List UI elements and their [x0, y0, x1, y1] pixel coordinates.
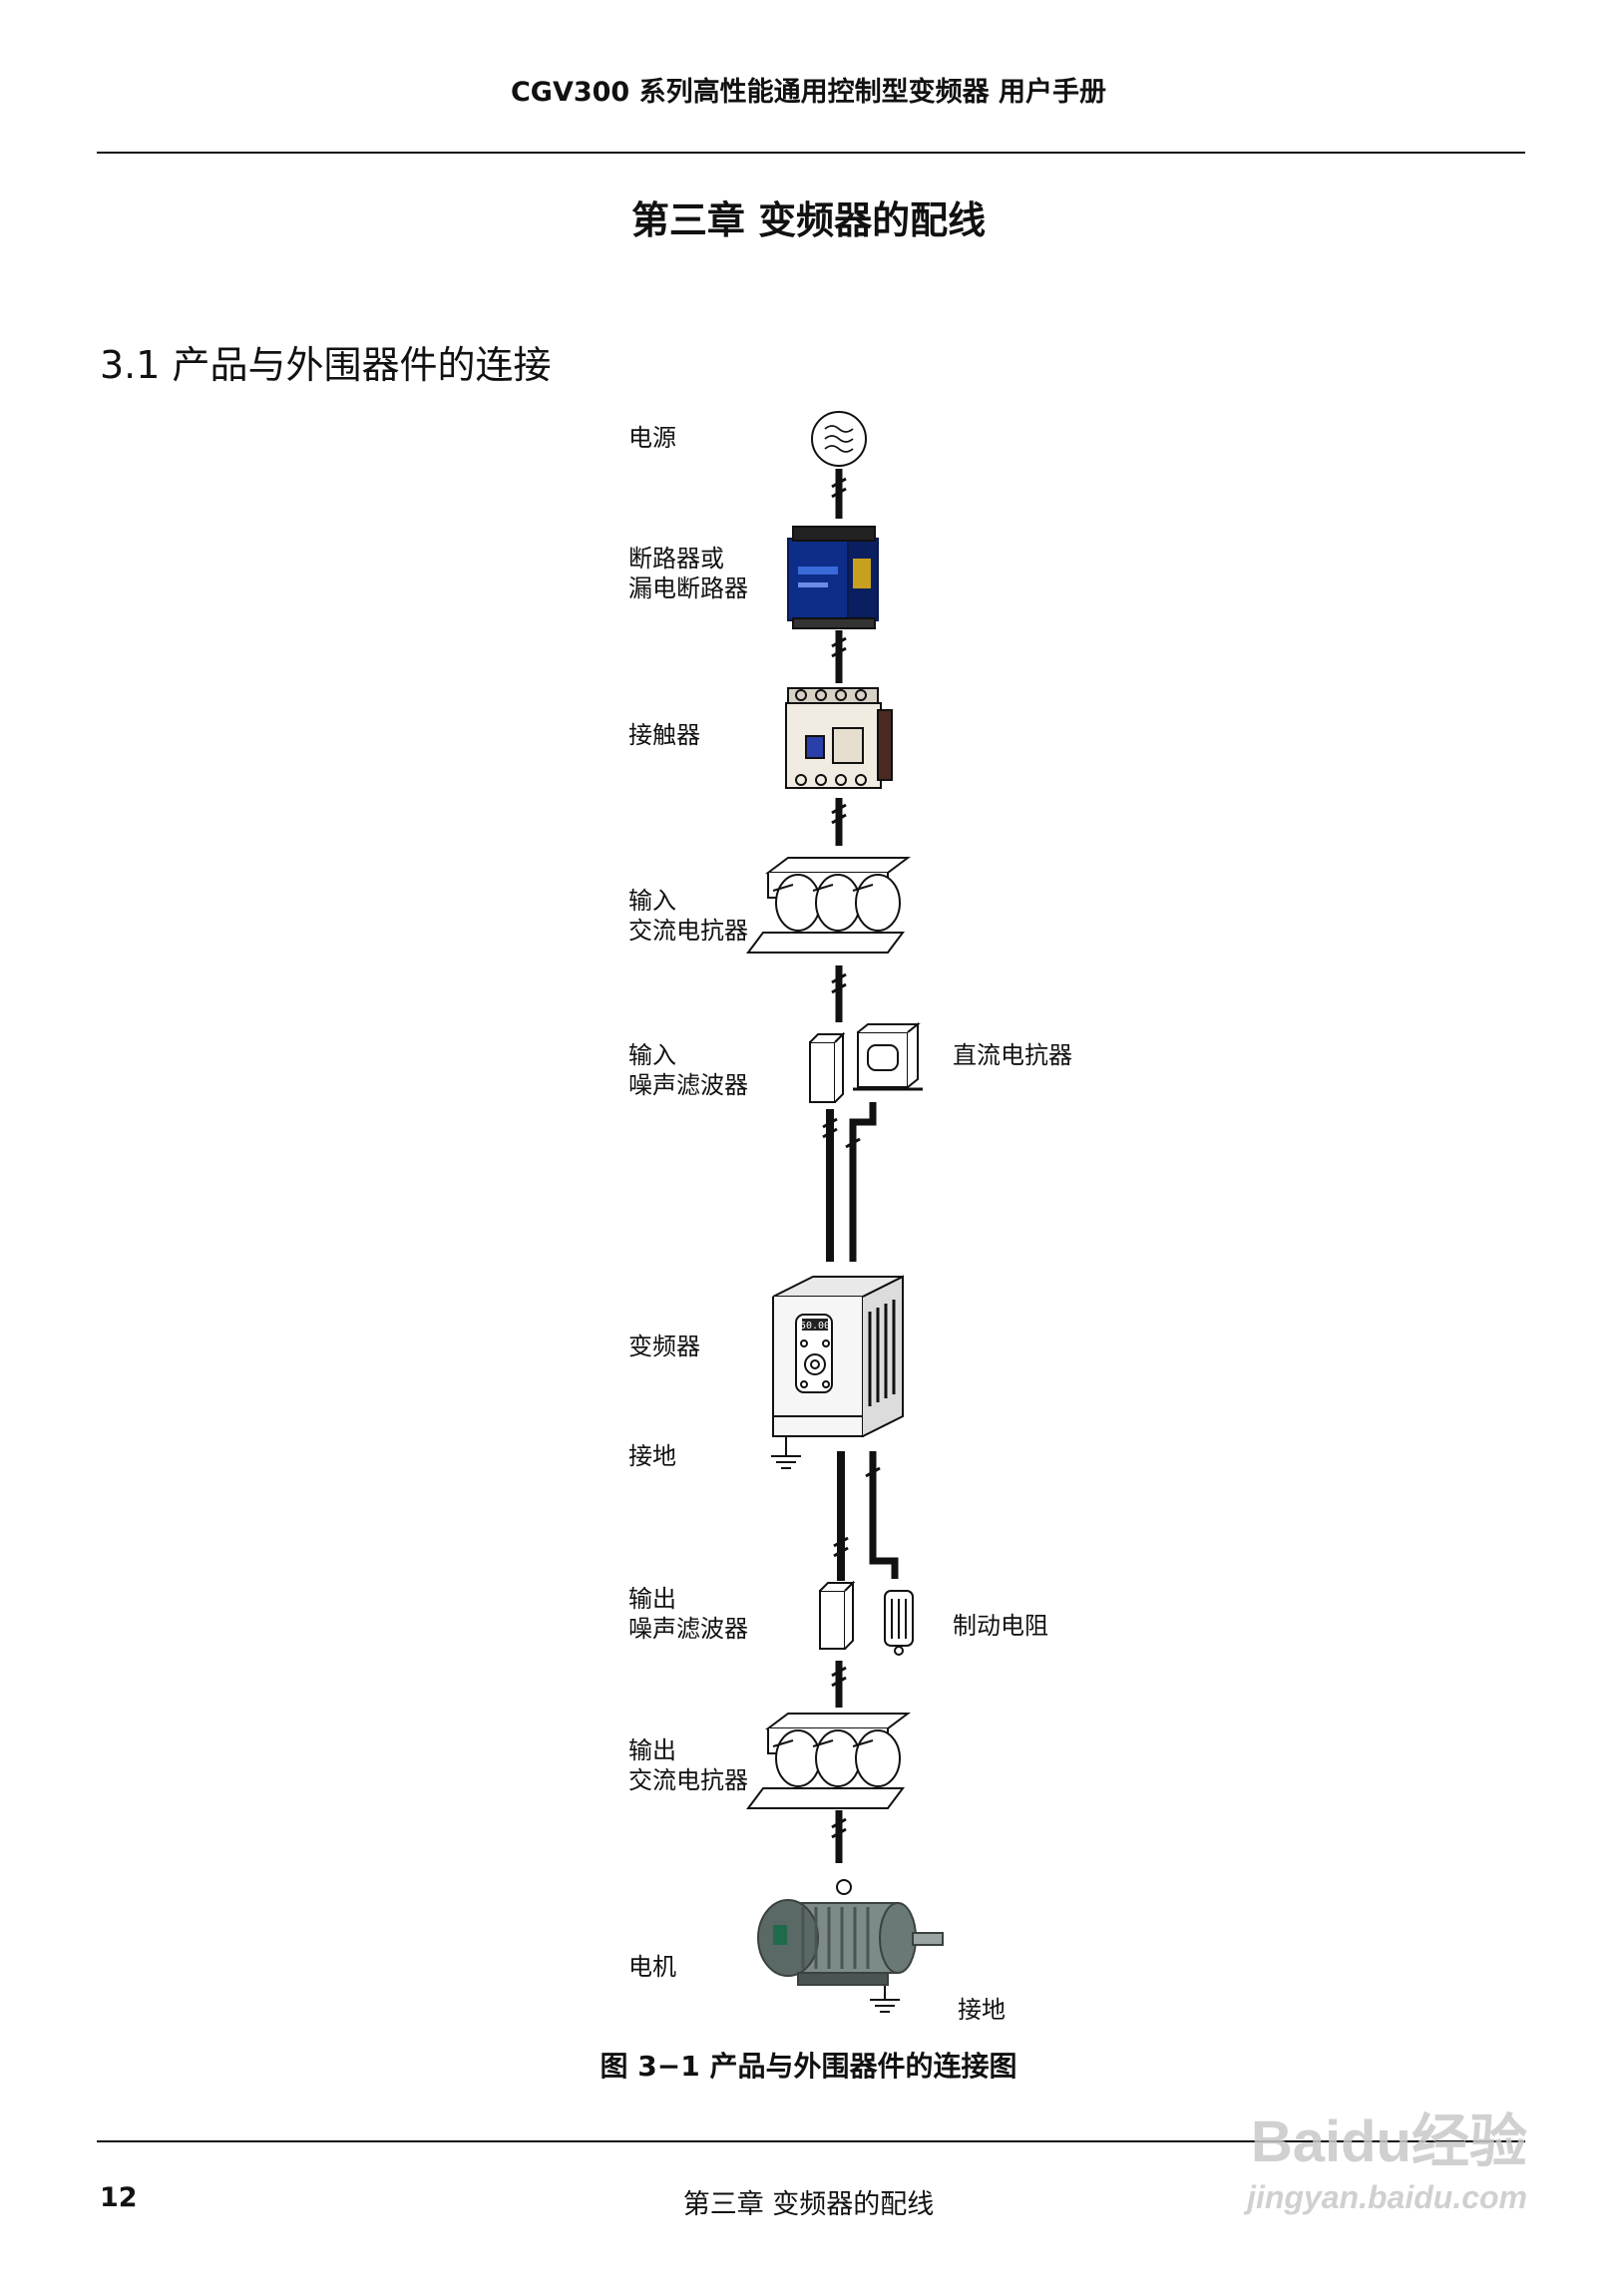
watermark-brand: Baidu经验 [1250, 2109, 1527, 2174]
cable-inverter-to-outfilter [833, 1451, 849, 1581]
footer-rule [97, 2140, 1525, 2142]
watermark-url: jingyan.baidu.com [1247, 2179, 1527, 2215]
power-source-icon [811, 411, 867, 467]
label-input-noise-filter: 输入 噪声滤波器 [628, 1041, 748, 1099]
footer-chapter-title: 第三章 变频器的配线 [682, 2189, 935, 2220]
label-brake-resistor: 制动电阻 [953, 1612, 1048, 1640]
cable-outfilter-to-reactor [831, 1661, 847, 1708]
cable-reactor-to-filter [831, 965, 847, 1022]
circuit-breaker-icon [787, 526, 879, 629]
output-noise-filter-icon [819, 1580, 856, 1650]
motor-icon [757, 1879, 944, 1986]
cable-dc-reactor-to-inverter [845, 1102, 877, 1262]
cable-power-to-breaker [831, 469, 847, 519]
section-title: 3.1 产品与外围器件的连接 [100, 343, 552, 387]
cable-breaker-to-contactor [831, 630, 847, 683]
label-contactor: 接触器 [628, 721, 700, 749]
cable-reactor-to-motor [831, 1810, 847, 1863]
chapter-title: 第三章 变频器的配线 [630, 198, 987, 242]
input-ac-reactor-icon [746, 857, 911, 954]
page-number: 12 [100, 2182, 138, 2213]
cable-filter-to-inverter [822, 1109, 838, 1262]
label-breaker: 断路器或 漏电断路器 [628, 545, 748, 602]
dc-reactor-icon [853, 1021, 923, 1091]
inverter-display-readout: 50.00 [800, 1321, 830, 1332]
label-output-ac-reactor: 输出 交流电抗器 [628, 1736, 748, 1794]
input-noise-filter-icon [809, 1031, 846, 1103]
label-dc-reactor: 直流电抗器 [953, 1041, 1072, 1069]
brake-resistor-icon [884, 1590, 914, 1656]
label-inverter: 变频器 [628, 1333, 700, 1360]
label-motor: 电机 [628, 1953, 676, 1981]
label-power: 电源 [628, 424, 676, 452]
label-input-ac-reactor: 输入 交流电抗器 [628, 887, 748, 945]
inverter-icon: 50.00 [772, 1275, 904, 1437]
document-header-title: CGV300 系列高性能通用控制型变频器 用户手册 [510, 77, 1107, 108]
header-rule [97, 152, 1525, 154]
label-output-noise-filter: 输出 噪声滤波器 [628, 1585, 748, 1643]
label-ground-inverter: 接地 [628, 1442, 676, 1470]
label-ground-motor: 接地 [958, 1996, 1006, 2024]
figure-caption: 图 3−1 产品与外围器件的连接图 [600, 2050, 1017, 2083]
contactor-icon [785, 687, 893, 789]
ground-symbol-inverter-icon [771, 1436, 801, 1469]
output-ac-reactor-icon [746, 1713, 911, 1809]
cable-contactor-to-reactor [831, 798, 847, 846]
cable-inverter-to-brake [865, 1451, 899, 1579]
